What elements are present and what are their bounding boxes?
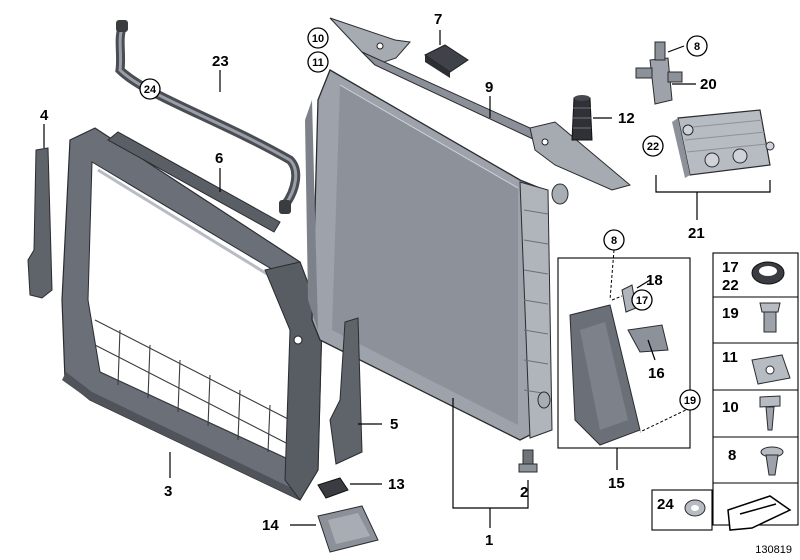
callout-9: 9 [485,79,493,96]
callout-14: 14 [262,517,279,534]
callout-22: 22 [647,141,659,153]
callout-13: 13 [388,476,405,493]
callout-20: 20 [700,76,717,93]
part-fan-shroud [61,127,323,501]
legend-labels: 17 22 19 11 10 8 24 [657,259,739,513]
callout-8-inset: 8 [611,235,617,247]
part-support-bracket [329,17,632,191]
callout-17: 17 [636,295,648,307]
legend-label-22: 22 [722,277,739,294]
reference-number: 130819 [755,544,792,556]
callout-19: 19 [684,395,696,407]
legend-label-24: 24 [657,496,674,513]
part-thermostat-valve [635,41,683,105]
legend-label-17: 17 [722,259,739,276]
callout-10: 10 [312,33,324,45]
callout-labels: 4 23 6 3 5 13 14 7 9 12 20 21 2 1 15 18 … [40,11,717,549]
callout-23: 23 [212,53,229,70]
legend-label-11: 11 [722,349,738,366]
legend-label-8: 8 [728,447,736,464]
callout-8-top: 8 [694,41,700,53]
part-rubber-mount [571,95,593,141]
callout-5: 5 [390,416,398,433]
callout-12: 12 [618,110,635,127]
part-left-side-trim [27,147,53,299]
part-clip [424,44,469,78]
callout-16: 16 [648,365,665,382]
callout-24: 24 [144,84,157,96]
circled-callouts [139,27,708,411]
callout-4: 4 [40,107,49,124]
callout-6: 6 [215,150,223,167]
part-oil-cooler [672,109,775,178]
part-radiator [305,69,569,441]
part-grommet [317,477,349,499]
callout-11: 11 [312,57,324,69]
callout-3: 3 [164,483,172,500]
legend-label-10: 10 [722,399,739,416]
part-seal-strip [107,131,281,233]
callout-18: 18 [646,272,663,289]
callout-21: 21 [688,225,705,242]
part-lower-cover [317,505,379,553]
callout-15: 15 [608,475,625,492]
inset-frame [557,257,691,449]
part-hose [115,20,301,214]
leader-lines [43,30,771,528]
callout-2: 2 [520,484,528,501]
callout-1: 1 [485,532,493,549]
part-drain-plug [518,449,538,473]
legend-label-19: 19 [722,305,739,322]
part-right-side-trim [329,317,363,465]
legend-panel [651,252,799,531]
callout-7: 7 [434,11,442,28]
